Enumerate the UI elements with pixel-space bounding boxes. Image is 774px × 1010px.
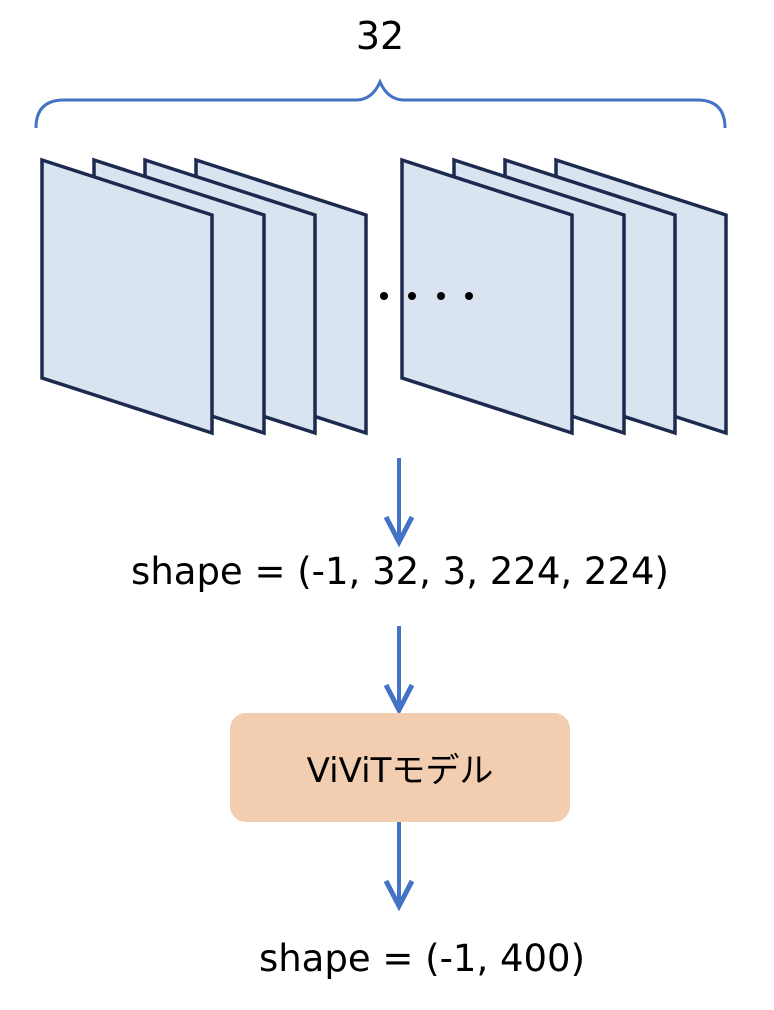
video-frame	[40, 157, 214, 436]
arrow-model-to-output	[383, 822, 415, 912]
arrow-shape-to-model	[383, 626, 415, 716]
frame-group-first	[40, 157, 368, 436]
output-shape-label: shape = (-1, 400)	[258, 937, 586, 980]
input-shape-label: shape = (-1, 32, 3, 224, 224)	[131, 550, 669, 593]
model-label: ViViTモデル	[306, 751, 494, 791]
frame-group-last	[400, 157, 728, 436]
curly-brace	[34, 78, 727, 129]
video-frame	[400, 157, 574, 436]
ellipsis-dots	[380, 292, 473, 300]
arrow-frames-to-shape	[383, 458, 415, 548]
vivit-model-box: ViViTモデル	[230, 713, 570, 822]
frame-count-label: 32	[355, 14, 405, 58]
